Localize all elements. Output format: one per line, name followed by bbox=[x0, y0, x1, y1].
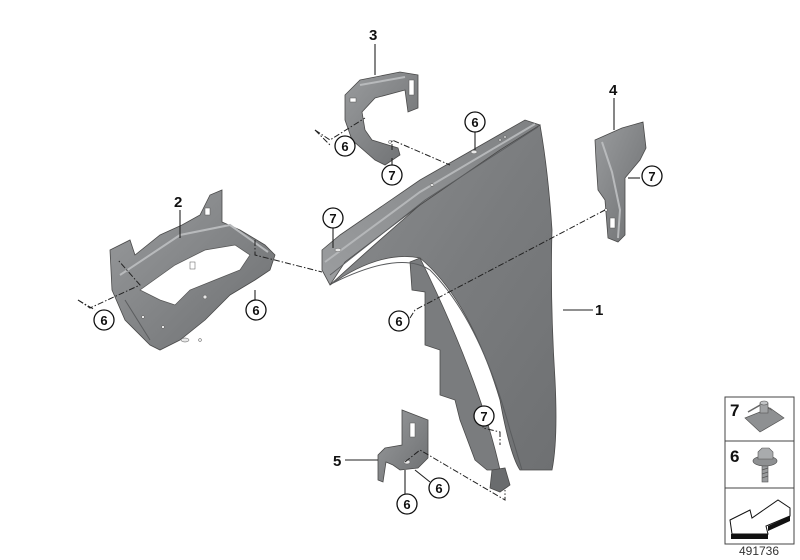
part-1-fender-panel[interactable] bbox=[321, 119, 557, 493]
callout-6-bracket5-a[interactable]: 6 bbox=[396, 493, 418, 515]
front-direction-arrow-icon bbox=[729, 499, 791, 539]
part-4-side-bracket[interactable] bbox=[594, 121, 647, 243]
label-part-1[interactable]: 1 bbox=[595, 302, 603, 319]
label-part-5[interactable]: 5 bbox=[333, 453, 341, 470]
svg-text:6: 6 bbox=[395, 314, 402, 329]
svg-text:6: 6 bbox=[403, 497, 410, 512]
clip-nut-icon bbox=[744, 400, 785, 433]
svg-text:6: 6 bbox=[252, 303, 259, 318]
legend-item-7[interactable]: 7 bbox=[730, 400, 785, 433]
part-5-lower-bracket[interactable] bbox=[377, 409, 429, 483]
callout-6-bracket3[interactable]: 6 bbox=[334, 135, 356, 157]
label-part-4[interactable]: 4 bbox=[609, 82, 618, 99]
callout-6-bracket2-right[interactable]: 6 bbox=[245, 299, 267, 321]
svg-text:7: 7 bbox=[730, 401, 739, 420]
callout-6-panel-mid[interactable]: 6 bbox=[388, 310, 410, 332]
circled-callouts: 6 7 6 7 7 6 6 6 bbox=[93, 111, 663, 515]
svg-text:7: 7 bbox=[388, 168, 395, 183]
part-2-front-bracket[interactable] bbox=[109, 189, 276, 351]
callout-7-panel-bottom[interactable]: 7 bbox=[473, 405, 495, 427]
svg-text:7: 7 bbox=[329, 211, 336, 226]
callout-6-panel-top[interactable]: 6 bbox=[464, 111, 486, 133]
callout-7-bracket3[interactable]: 7 bbox=[381, 164, 403, 186]
svg-text:6: 6 bbox=[730, 447, 739, 466]
svg-text:6: 6 bbox=[435, 481, 442, 496]
part-number-labels: 3 2 4 1 5 bbox=[174, 27, 618, 470]
callout-7-bracket4[interactable]: 7 bbox=[641, 165, 663, 187]
svg-text:6: 6 bbox=[471, 115, 478, 130]
svg-text:7: 7 bbox=[480, 409, 487, 424]
callout-7-panel-left[interactable]: 7 bbox=[322, 207, 344, 229]
svg-text:6: 6 bbox=[341, 139, 348, 154]
svg-text:7: 7 bbox=[648, 169, 655, 184]
label-part-3[interactable]: 3 bbox=[369, 27, 377, 44]
label-part-2[interactable]: 2 bbox=[174, 194, 182, 211]
svg-text:6: 6 bbox=[100, 313, 107, 328]
fastener-legend: 7 6 bbox=[724, 396, 795, 545]
callout-6-bracket2-left[interactable]: 6 bbox=[93, 309, 115, 331]
diagram-id: 491736 bbox=[739, 544, 779, 558]
part-3-upper-bracket[interactable] bbox=[344, 71, 419, 166]
callout-6-bracket5-b[interactable]: 6 bbox=[428, 477, 450, 499]
legend-item-6[interactable]: 6 bbox=[730, 447, 778, 483]
hex-bolt-icon bbox=[752, 447, 778, 483]
